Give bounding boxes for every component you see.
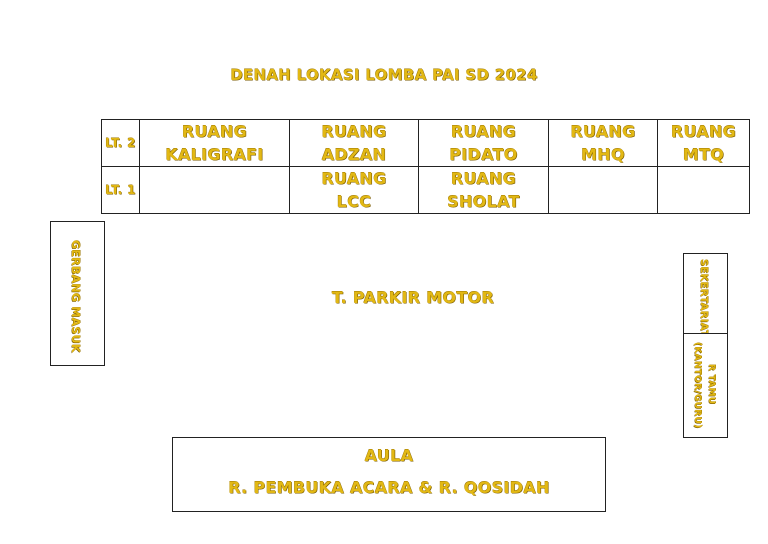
hall-sublabel: R. PEMBUKA ACARA & R. QOSIDAH <box>228 478 550 497</box>
guest-room-label-2: (KANTOR/GURU) <box>692 342 702 429</box>
room-label: RUANG MHQ <box>570 122 636 164</box>
secretariat-label: SEKERTARIAT <box>698 259 709 338</box>
room-adzan: RUANG ADZAN <box>289 119 419 167</box>
room-kaligrafi: RUANG KALIGRAFI <box>139 119 290 167</box>
building-grid: LT. 2 RUANG KALIGRAFI RUANG ADZAN RUANG … <box>101 119 750 214</box>
gate-box: GERBANG MASUK <box>50 221 105 366</box>
secretariat-box: SEKERTARIAT <box>683 253 728 338</box>
room-mhq: RUANG MHQ <box>548 119 658 167</box>
page-title: DENAH LOKASI LOMBA PAI SD 2024 <box>230 66 538 84</box>
hall-box: AULA R. PEMBUKA ACARA & R. QOSIDAH <box>172 437 606 512</box>
room-label: RUANG SHOLAT <box>447 169 520 211</box>
room-label: RUANG ADZAN <box>321 122 387 164</box>
room-mtq: RUANG MTQ <box>657 119 750 167</box>
room-label: RUANG MTQ <box>670 122 737 164</box>
floor-label-lt1: LT. 1 <box>101 166 140 214</box>
parking-label: T. PARKIR MOTOR <box>331 288 495 307</box>
room-lcc: RUANG LCC <box>289 166 419 214</box>
gate-label: GERBANG MASUK <box>69 240 82 353</box>
guest-room-label-1: R TAMU <box>706 364 716 405</box>
room-sholat: RUANG SHOLAT <box>418 166 549 214</box>
hall-label: AULA <box>364 446 414 465</box>
room-empty-4 <box>548 166 658 214</box>
floor-row-lt2: LT. 2 RUANG KALIGRAFI RUANG ADZAN RUANG … <box>101 119 750 167</box>
room-empty-5 <box>657 166 750 214</box>
room-label: RUANG PIDATO <box>449 122 518 164</box>
floor-row-lt1: LT. 1 RUANG LCC RUANG SHOLAT <box>101 166 750 214</box>
room-label: RUANG LCC <box>321 169 387 211</box>
guest-room-box: R TAMU (KANTOR/GURU) <box>683 333 728 438</box>
room-pidato: RUANG PIDATO <box>418 119 549 167</box>
room-label: RUANG KALIGRAFI <box>165 122 264 164</box>
room-empty-1 <box>139 166 290 214</box>
floor-label-lt2: LT. 2 <box>101 119 140 167</box>
